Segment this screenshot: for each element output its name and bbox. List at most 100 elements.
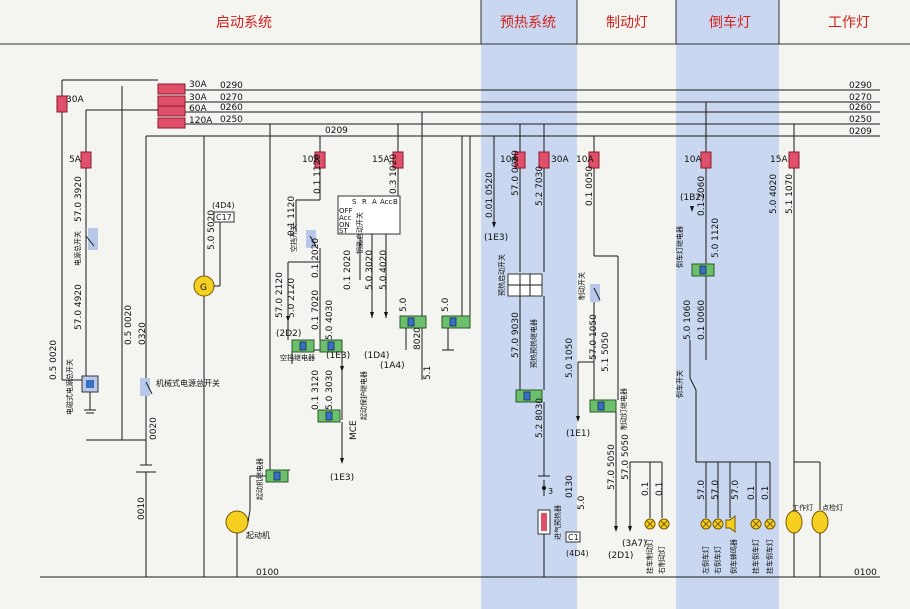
wire-01-0060: 0.1 0060 xyxy=(697,300,707,340)
wire-01-2020-a: 0.1 2020 xyxy=(311,238,321,278)
fuse-5a-label: 5A xyxy=(69,155,82,165)
wire-57-9030: 57.0 9030 xyxy=(511,312,521,358)
wire-0260-right: 0260 xyxy=(849,103,872,113)
key-row-on: ON xyxy=(339,221,350,229)
header-brake-light: 制动灯 xyxy=(606,15,648,31)
generator-label: G xyxy=(200,283,207,293)
starter-label: 起动机 xyxy=(246,530,270,540)
wire-0010: 0010 xyxy=(137,497,147,520)
key-col-b: B xyxy=(393,198,398,206)
wire-57-2120: 57.0 2120 xyxy=(275,272,285,318)
header-work-light: 工作灯 xyxy=(828,15,870,31)
work-lamp-label: 工作灯 xyxy=(792,503,813,512)
fuse-15a-1-label: 15A xyxy=(372,155,390,165)
wire-0209: 0209 xyxy=(325,126,348,136)
wire-57-rev-a: 57.0 xyxy=(697,480,707,500)
reverse-section: 10A 0.1 2060 (1B2) 5.0 1120 倒车灯继电器 5.0 1… xyxy=(675,102,776,574)
right-brake-label: 右制动灯 xyxy=(657,546,666,574)
trailer-rev-label: 挂车倒车灯 xyxy=(751,539,760,574)
wire-0020: 0020 xyxy=(149,417,159,440)
neutral-relay-label: 空挡继电器 xyxy=(280,353,315,362)
connector-c1: C1 xyxy=(568,533,579,542)
key-switch-label: 钥匙启动开关 xyxy=(355,212,364,254)
mechanical-switch-label: 机械式电源总开关 xyxy=(156,378,220,388)
svg-text:3: 3 xyxy=(548,487,553,496)
wire-0290-right: 0290 xyxy=(849,81,872,91)
wire-01-1120-a: 0.1 1120 xyxy=(313,154,323,194)
electric-master-switch-label: 电磁式电源总开关 xyxy=(65,359,74,415)
wire-51-5050: 5.1 5050 xyxy=(601,332,611,372)
preheat-relay-label: 预热预热继电器 xyxy=(529,319,538,368)
fuse-10a-1-label: 10A xyxy=(302,155,320,165)
wire-0260: 0260 xyxy=(220,103,243,113)
ref-1e3-c: (1E3) xyxy=(484,233,508,243)
ref-1a4: (1A4) xyxy=(380,361,405,371)
wire-05-0020-a: 0.5 0020 xyxy=(49,340,59,380)
emergency-switch-label: 电源总开关 xyxy=(73,231,82,266)
work-light-section: 15A 5.0 4020 5.1 1070 工作灯 点检灯 xyxy=(769,124,843,577)
wire-0290: 0290 xyxy=(220,81,243,91)
fuse-30a-3-label: 30A xyxy=(551,155,569,165)
fuse-30a-1-label: 30A xyxy=(189,80,207,90)
buzzer-icon xyxy=(725,514,736,534)
wire-01-brake-a: 0.1 xyxy=(641,482,651,496)
starter-relay-label: 起动机继电器 xyxy=(255,458,264,500)
wire-0130: 0130 xyxy=(565,475,575,498)
fuse-10a-4-label: 10A xyxy=(684,155,702,165)
wire-57-3920: 57.0 3920 xyxy=(74,176,84,222)
header: 启动系统 预热系统 制动灯 倒车灯 工作灯 xyxy=(0,0,910,45)
left-rev-label: 左倒车灯 xyxy=(701,546,710,574)
ref-4d4-a: (4D4) xyxy=(212,201,235,210)
starter-section: 起动机继电器 起动机 xyxy=(225,124,290,577)
brake-section: 10A 0.1 0050 制动开关 57.0 1050 5.0 1050 5.1… xyxy=(565,136,670,574)
wire-01-2060: 0.1 2060 xyxy=(697,176,707,216)
wire-01-1120-b: 0.1 1120 xyxy=(287,196,297,236)
wire-01-3120: 0.1 3120 xyxy=(311,370,321,410)
key-switch-table xyxy=(337,195,401,235)
wire-0209-right: 0209 xyxy=(849,127,872,137)
wire-0320: 0320 xyxy=(138,322,148,345)
key-col-a: A xyxy=(372,198,377,206)
wire-52-8030: 5.2 8030 xyxy=(535,398,545,438)
wire-5-3020: 5.0 3020 xyxy=(365,250,375,290)
wire-5-1120: 5.0 1120 xyxy=(711,218,721,258)
right-rev-label: 右倒车灯 xyxy=(713,546,722,574)
buzzer-label: 倒车蜂鸣器 xyxy=(729,539,738,574)
neutral-section: 10A 0.1 1120 0.1 1120 空挡开关 0.1 2020 57.0… xyxy=(275,136,368,483)
wire-57-rev-b: 57.0 xyxy=(711,480,721,500)
check-lamp-label: 点检灯 xyxy=(822,503,843,512)
ref-1b2: (1B2) xyxy=(680,193,705,203)
wire-57-5050-b: 57.0 5050 xyxy=(621,434,631,480)
wire-0270-right: 0270 xyxy=(849,93,872,103)
preheat-section: 0.01 0520 (1E3) 10A 57.0 0030 30A 5.2 70… xyxy=(484,124,589,577)
header-preheat-system: 预热系统 xyxy=(500,15,556,31)
wire-5-4020-b: 5.0 4020 xyxy=(769,174,779,214)
wire-57-rev-c: 57.0 xyxy=(731,480,741,500)
left-power-section: 30A 5A 57.0 3920 57.0 4920 电源总开关 0.5 002… xyxy=(49,79,220,577)
trailer-rev2-label: 挂车倒车灯 xyxy=(765,539,774,574)
reverse-relay-label: 倒车灯继电器 xyxy=(675,226,684,268)
reverse-switch-label: 倒车开关 xyxy=(675,370,684,398)
ref-1e3-a: (1E3) xyxy=(326,351,350,361)
mce-label: MCE xyxy=(349,420,359,440)
wire-52-7030: 5.2 7030 xyxy=(535,166,545,206)
wire-57-4920: 57.0 4920 xyxy=(74,284,84,330)
check-lamp-icon xyxy=(811,510,829,534)
brake-switch-label: 制动开关 xyxy=(577,272,586,300)
ref-2d2: (2D2) xyxy=(276,329,301,339)
connector-c17: C17 xyxy=(216,213,232,222)
starter-motor-icon xyxy=(225,510,249,534)
ref-4d4-b: (4D4) xyxy=(566,549,589,558)
wire-8020: 8020 xyxy=(413,327,423,350)
wire-03-1020: 0.3 1020 xyxy=(389,154,399,194)
bus-lines: 0290 0270 0260 0250 0209 0290 0270 0260 … xyxy=(40,81,880,578)
neutral-switch-label: 空挡开关 xyxy=(289,224,298,252)
key-col-s: S xyxy=(352,198,357,206)
wire-01-2020-b: 0.1 2020 xyxy=(343,250,353,290)
wire-57-5050-a: 57.0 5050 xyxy=(607,444,617,490)
wire-5-4020: 5.0 4020 xyxy=(379,250,389,290)
fuse-10a-3-label: 10A xyxy=(576,155,594,165)
key-row-acc: Acc xyxy=(339,214,352,222)
ref-2d1: (2D1) xyxy=(608,551,633,561)
key-col-acc: Acc xyxy=(380,198,393,206)
